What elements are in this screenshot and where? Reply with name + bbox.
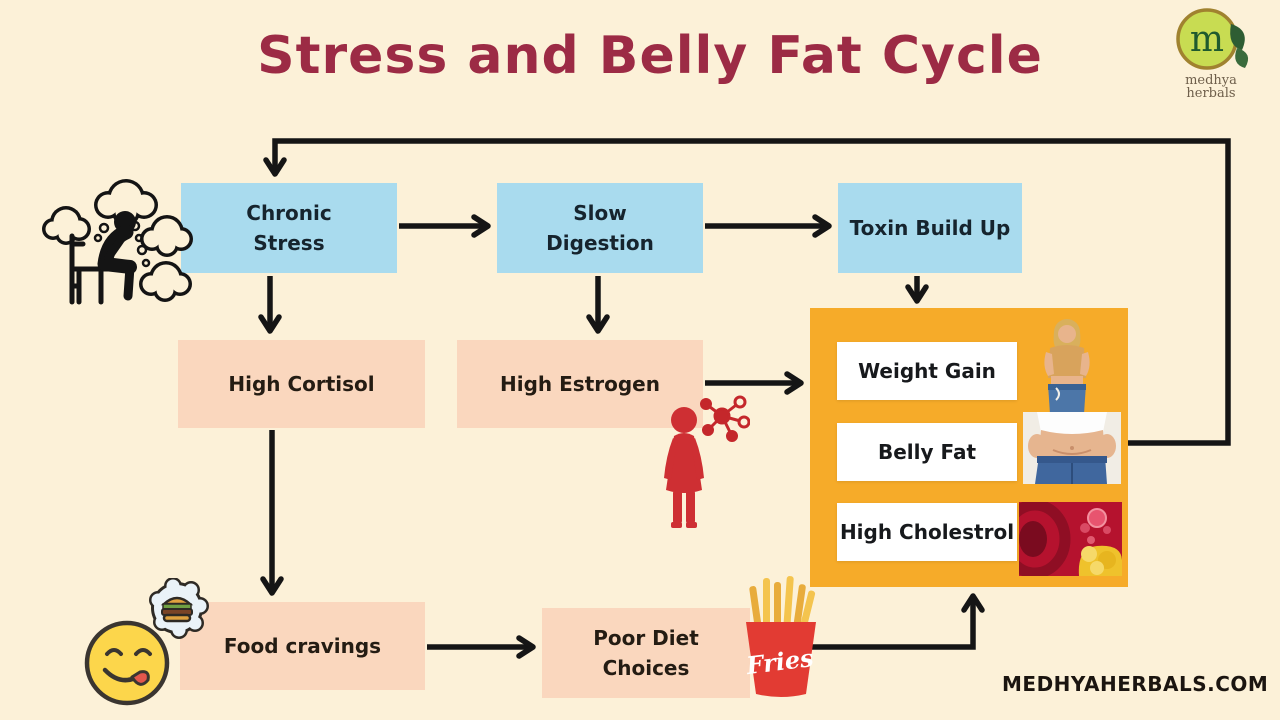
leaf-icon-small: [1235, 48, 1249, 68]
node-toxin-build-up-label: Toxin Build Up: [849, 216, 1011, 240]
node-high-estrogen-label: High Estrogen: [500, 372, 660, 396]
thought-bubble: [144, 578, 209, 646]
stressed-person-icon: [42, 179, 193, 305]
sitting-person: [69, 211, 137, 305]
brand-logo-icon: m: [1176, 8, 1249, 70]
node-belly-fat-label: Belly Fat: [877, 440, 977, 464]
molecule-icon: [700, 395, 750, 442]
weight-gain-photo: [1044, 319, 1090, 414]
woman-figure: [664, 407, 704, 528]
website-url: MEDHYAHERBALS.COM: [1002, 672, 1269, 696]
node-food-cravings-label: Food cravings: [223, 634, 382, 658]
burger-icon: [160, 596, 194, 623]
node-toxin-build-up: Toxin Build Up: [838, 183, 1022, 273]
brand-logo: m medhya herbals: [1163, 6, 1259, 102]
node-chronic-stress-label: Chronic Stress: [246, 201, 332, 255]
node-food-cravings: Food cravings: [180, 602, 425, 690]
node-slow-digestion: Slow Digestion: [497, 183, 703, 273]
node-high-cholestrol: High Cholestrol: [837, 503, 1017, 561]
node-belly-fat: Belly Fat: [837, 423, 1017, 481]
node-high-cholestrol-label: High Cholestrol: [839, 520, 1015, 544]
node-poor-diet-choices-label: Poor Diet Choices: [593, 626, 699, 680]
page-title: Stress and Belly Fat Cycle: [257, 26, 1043, 86]
smiley-face: [84, 620, 170, 706]
outcomes-panel: Weight Gain Belly Fat High Cholestrol: [810, 308, 1128, 587]
thought-clouds: [42, 179, 193, 302]
logo-name-line2: herbals: [1186, 85, 1236, 101]
estrogen-woman-icon: [664, 395, 750, 528]
fries-icon: Fries: [744, 576, 816, 697]
node-weight-gain-label: Weight Gain: [858, 359, 996, 383]
node-chronic-stress: Chronic Stress: [181, 183, 397, 273]
node-poor-diet-choices: Poor Diet Choices: [542, 608, 750, 698]
node-high-cortisol: High Cortisol: [178, 340, 425, 428]
node-weight-gain: Weight Gain: [837, 342, 1017, 400]
belly-fat-photo: [1023, 412, 1121, 484]
logo-initial: m: [1190, 19, 1224, 60]
node-slow-digestion-label: Slow Digestion: [546, 201, 654, 255]
smiley-craving-icon: [84, 578, 209, 706]
logo-name-line1: medhya: [1185, 73, 1237, 88]
cholesterol-photo: [1019, 502, 1122, 576]
node-high-cortisol-label: High Cortisol: [228, 372, 375, 396]
leaf-icon: [1230, 24, 1245, 50]
